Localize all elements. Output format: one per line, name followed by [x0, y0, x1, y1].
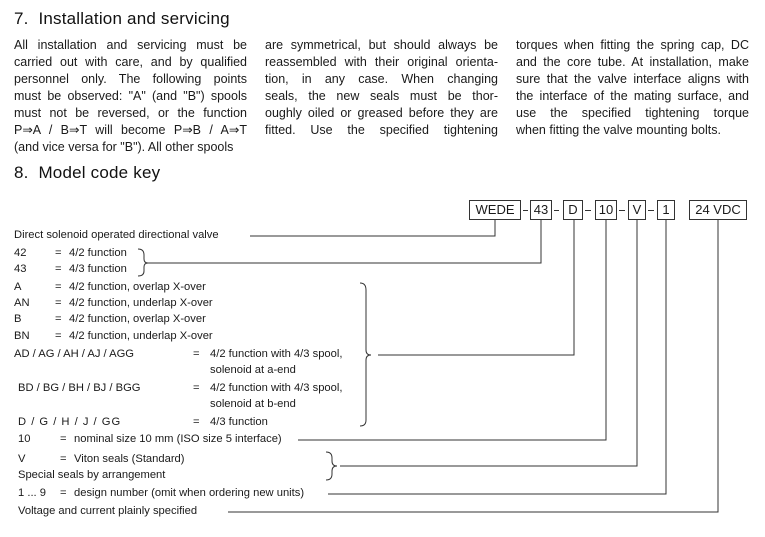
code-box-seals: V [628, 200, 646, 220]
section-7-number: 7. [14, 9, 29, 28]
key-desc-a: 4/2 function, overlap X-over [69, 281, 206, 293]
text-line: when fitting the valve mounting bolts. [516, 123, 721, 137]
section-7-column-1: All installation and servicing must be c… [14, 37, 247, 156]
key-desc-v: Viton seals (Standard) [74, 453, 185, 465]
text-line: tion, in any case. When changing [265, 72, 498, 86]
key-row-voltage: Voltage and current plainly specified [18, 505, 198, 517]
text-line: fitted. Use the specified tightening [265, 123, 498, 137]
key-code-an: AN [14, 297, 30, 309]
leader-line-design [328, 220, 667, 495]
key-eq: = [193, 382, 200, 394]
key-code-bn: BN [14, 330, 30, 342]
key-code-42: 42 [14, 247, 27, 259]
code-box-series: WEDE [469, 200, 521, 220]
key-eq: = [193, 348, 200, 360]
code-box-voltage: 24 VDC [689, 200, 747, 220]
key-code-a: A [14, 281, 22, 293]
leader-line-size [298, 220, 607, 441]
key-desc-bd: 4/2 function with 4/3 spool, [210, 382, 343, 394]
leader-line-series [250, 220, 496, 237]
brace-function [137, 248, 149, 277]
key-code-design: 1 ... 9 [18, 487, 46, 499]
text-line: reassembled with their original orienta- [265, 55, 498, 69]
code-separator [554, 210, 559, 211]
key-desc-b: 4/2 function, overlap X-over [69, 313, 206, 325]
code-separator [585, 210, 591, 211]
key-desc-bd-2: solenoid at b-end [210, 398, 296, 410]
text-line: must not be reversed, or the function [14, 106, 247, 120]
text-line: carried out with care, and by qualified [14, 55, 247, 69]
code-separator [523, 210, 528, 211]
text-line: and the core tube. At installation, make [516, 55, 749, 69]
code-box-design: 1 [657, 200, 675, 220]
key-eq: = [55, 263, 62, 275]
text-line: oughly oiled or greased before they are [265, 106, 498, 120]
key-code-b: B [14, 313, 22, 325]
key-desc-an: 4/2 function, underlap X-over [69, 297, 213, 309]
key-eq: = [60, 487, 67, 499]
key-desc-42: 4/2 function [69, 247, 127, 259]
text-line: P⇒A / B⇒T will become P⇒B / A⇒T [14, 123, 247, 137]
key-desc-10: nominal size 10 mm (ISO size 5 interface… [74, 433, 282, 445]
code-box-size: 10 [595, 200, 617, 220]
key-eq: = [60, 453, 67, 465]
key-desc-ad-2: solenoid at a-end [210, 364, 296, 376]
key-eq: = [55, 330, 62, 342]
section-7-title: Installation and servicing [38, 9, 230, 28]
key-eq: = [55, 247, 62, 259]
text-line: personnel only. The following points [14, 72, 247, 86]
key-code-10: 10 [18, 433, 31, 445]
section-8-heading: 8. Model code key [14, 163, 160, 183]
key-desc-ad: 4/2 function with 4/3 spool, [210, 348, 343, 360]
code-separator [619, 210, 625, 211]
key-eq: = [55, 297, 62, 309]
key-eq: = [55, 281, 62, 293]
text-line: seals, the new seals must be thor- [265, 89, 498, 103]
key-eq: = [193, 416, 200, 428]
text-line: All installation and servicing must be [14, 38, 247, 52]
section-8-title: Model code key [38, 163, 161, 182]
key-code-ad: AD / AG / AH / AJ / AGG [14, 348, 134, 360]
code-box-spool: D [563, 200, 583, 220]
leader-line-spool [378, 220, 575, 356]
key-row-series: Direct solenoid operated directional val… [14, 229, 219, 241]
key-desc-43: 4/3 function [69, 263, 127, 275]
brace-seals [325, 451, 338, 481]
key-code-d: D / G / H / J / GG [18, 416, 122, 428]
section-8-number: 8. [14, 163, 29, 182]
section-7-column-2: are symmetrical, but should always be re… [265, 37, 498, 139]
key-code-v: V [18, 453, 26, 465]
text-line: torques when fitting the spring cap, DC [516, 38, 749, 52]
text-line: sure that the valve interface aligns wit… [516, 72, 749, 86]
leader-line-function [148, 220, 542, 264]
key-desc-bn: 4/2 function, underlap X-over [69, 330, 213, 342]
section-7-heading: 7. Installation and servicing [14, 9, 230, 29]
key-code-43: 43 [14, 263, 27, 275]
text-line: use the specified tightening torque [516, 106, 749, 120]
leader-line-voltage [228, 220, 719, 513]
key-eq: = [60, 433, 67, 445]
code-box-function: 43 [530, 200, 552, 220]
key-eq: = [55, 313, 62, 325]
leader-line-seals [340, 220, 638, 467]
text-line: the interface of the mating surface, and [516, 89, 749, 103]
text-line: (and vice versa for "B"). All other spoo… [14, 140, 234, 154]
text-line: are symmetrical, but should always be [265, 38, 498, 52]
key-desc-d: 4/3 function [210, 416, 268, 428]
key-desc-design: design number (omit when ordering new un… [74, 487, 305, 499]
text-line: must be observed: "A" (and "B") spools [14, 89, 247, 103]
key-row-special-seals: Special seals by arrangement [18, 469, 166, 481]
section-7-column-3: torques when fitting the spring cap, DC … [516, 37, 749, 139]
code-separator [648, 210, 654, 211]
key-code-bd: BD / BG / BH / BJ / BGG [18, 382, 141, 394]
brace-spool [359, 282, 372, 427]
